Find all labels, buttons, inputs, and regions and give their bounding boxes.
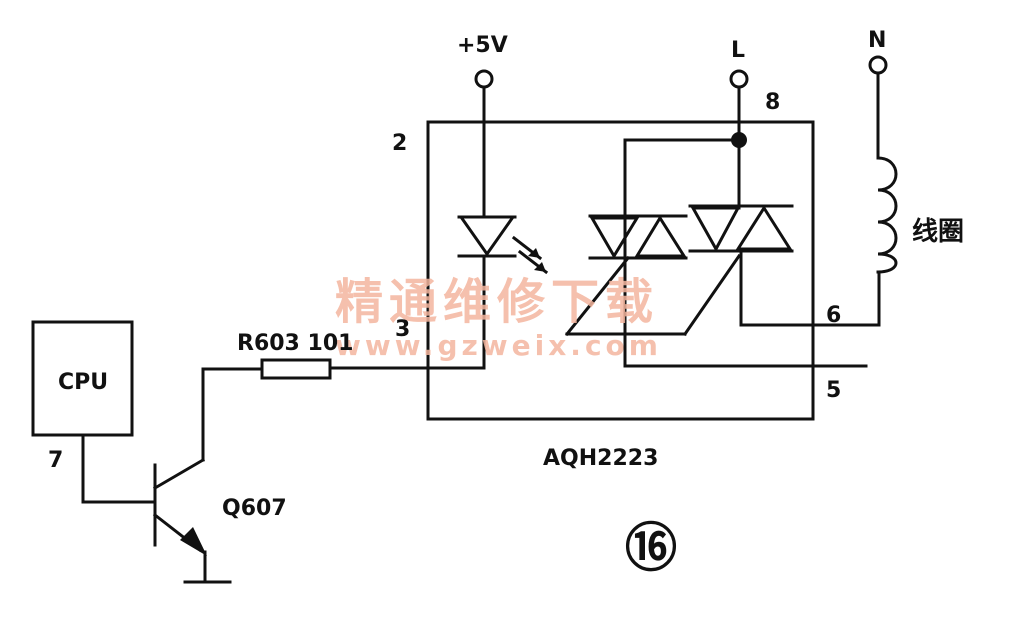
transistor-q607 xyxy=(152,457,232,584)
live-terminal xyxy=(729,69,749,89)
figure-number: ⑯ xyxy=(625,519,677,579)
pin5-label: 5 xyxy=(826,378,841,403)
output-triac-symbol xyxy=(626,204,881,337)
pin8-label: 8 xyxy=(765,90,780,115)
neutral-label: N xyxy=(868,28,886,53)
led-symbol xyxy=(457,215,549,370)
watermark-url: www.gzweix.com xyxy=(335,329,662,362)
transistor-label: Q607 xyxy=(222,496,287,521)
pin3-label: 3 xyxy=(395,317,410,342)
coil-symbol xyxy=(876,156,898,274)
pin6-label: 6 xyxy=(826,303,841,328)
cpu-label: CPU xyxy=(58,370,108,395)
coil-label: 线圈 xyxy=(912,217,964,247)
resistor-r603 xyxy=(260,358,332,380)
chip-outline xyxy=(426,120,815,421)
resistor-label: R603 101 xyxy=(237,331,353,356)
watermark-cn: 精通维修下载 xyxy=(335,274,659,330)
pin2-label: 2 xyxy=(392,131,407,156)
vcc-terminal xyxy=(474,69,494,89)
photo-triac-symbol xyxy=(564,214,688,337)
neutral-terminal xyxy=(868,55,888,75)
live-label: L xyxy=(731,38,745,63)
pin7-label: 7 xyxy=(48,448,63,473)
vcc-label: +5V xyxy=(457,33,508,58)
chip-label: AQH2223 xyxy=(543,446,658,471)
